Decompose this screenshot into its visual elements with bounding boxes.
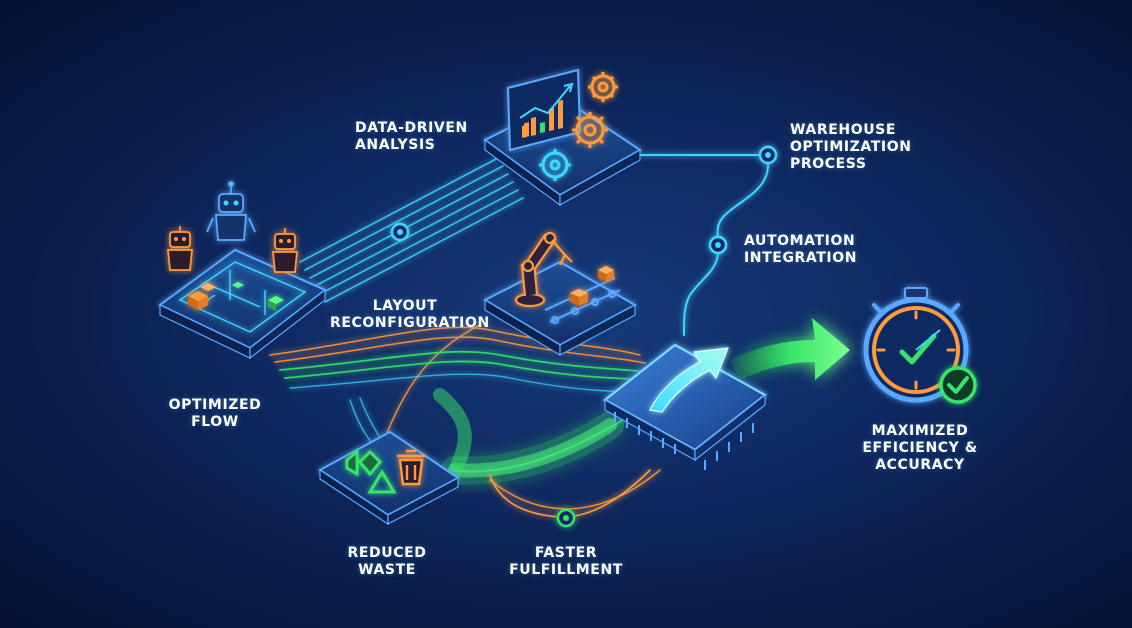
reduced-waste-platform xyxy=(318,430,460,526)
label-layout-reconfiguration: LAYOUT RECONFIGURATION xyxy=(330,298,490,332)
growth-arrow-icon xyxy=(649,347,729,413)
label-line: ACCURACY xyxy=(875,457,965,473)
box-icons xyxy=(188,282,284,311)
label-line: OPTIMIZED xyxy=(168,397,262,413)
label-line: WAREHOUSE xyxy=(790,122,897,138)
analytics-dashboard-icon xyxy=(506,68,582,152)
label-line: OPTIMIZATION xyxy=(790,139,912,155)
label-line: MAXIMIZED xyxy=(871,423,969,439)
trash-bin-icon xyxy=(397,449,425,486)
analysis-platform xyxy=(483,68,642,207)
label-line: INTEGRATION xyxy=(744,250,858,266)
robotic-arm-icon xyxy=(514,231,573,308)
cyan-bus xyxy=(299,157,524,303)
label-line: FASTER xyxy=(534,545,598,561)
label-maximized-efficiency-accuracy: MAXIMIZED EFFICIENCY & ACCURACY xyxy=(845,423,995,474)
robot-icon xyxy=(206,181,256,241)
connector-nodes xyxy=(390,145,778,528)
efficiency-arrow xyxy=(730,318,850,380)
stopwatch-icon xyxy=(863,287,969,403)
process-connector xyxy=(639,154,770,336)
processor-chip-icon xyxy=(603,343,767,470)
label-line: ANALYSIS xyxy=(355,137,436,153)
label-data-driven-analysis: DATA-DRIVEN ANALYSIS xyxy=(355,120,468,154)
robot-icon xyxy=(272,228,298,273)
gear-icon xyxy=(539,149,571,181)
gear-icon xyxy=(588,72,618,102)
recycle-icon xyxy=(345,448,397,494)
label-line: WASTE xyxy=(358,562,416,578)
label-reduced-waste: REDUCED WASTE xyxy=(322,545,452,579)
optimized-flow-platform xyxy=(158,181,327,360)
gear-icon xyxy=(572,112,608,148)
label-optimized-flow: OPTIMIZED FLOW xyxy=(150,397,280,431)
label-line: FLOW xyxy=(191,414,239,430)
label-line: FULFILLMENT xyxy=(509,562,623,578)
label-line: DATA-DRIVEN xyxy=(355,120,468,136)
label-line: EFFICIENCY & xyxy=(862,440,978,456)
label-line: PROCESS xyxy=(790,156,867,172)
automation-platform xyxy=(482,231,638,357)
box-icons xyxy=(570,266,614,306)
label-line: RECONFIGURATION xyxy=(330,315,490,331)
label-faster-fulfillment: FASTER FULFILLMENT xyxy=(496,545,636,579)
label-automation-integration: AUTOMATION INTEGRATION xyxy=(744,233,857,267)
label-line: REDUCED xyxy=(347,545,427,561)
robot-icon xyxy=(167,226,193,271)
label-line: LAYOUT xyxy=(372,298,438,314)
check-icon xyxy=(939,366,977,404)
label-line: AUTOMATION xyxy=(744,233,856,249)
label-warehouse-optimization-process: WAREHOUSE OPTIMIZATION PROCESS xyxy=(790,122,912,173)
chip-pins xyxy=(614,412,754,470)
